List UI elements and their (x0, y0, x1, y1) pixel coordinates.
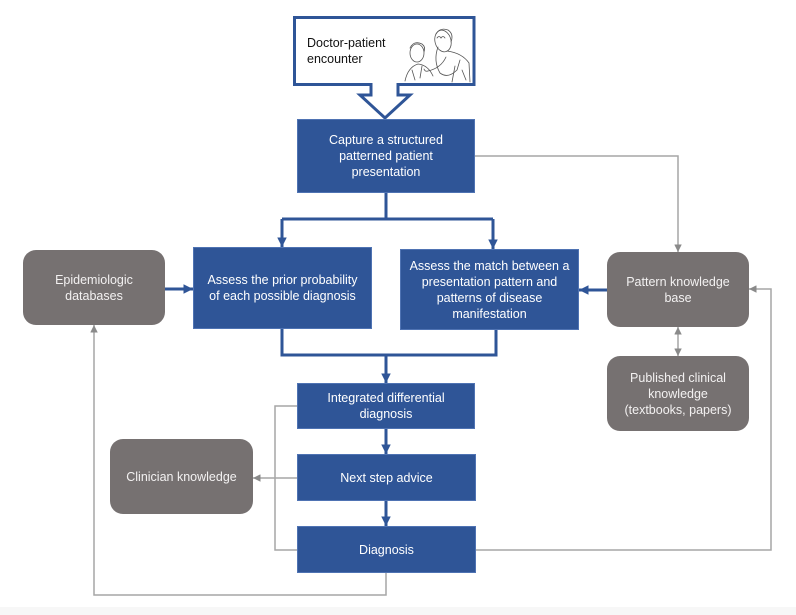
start-block-arrow (293, 16, 476, 121)
source-pattern-knowledge-base: Pattern knowledge base (607, 252, 749, 327)
bottom-band (0, 607, 796, 615)
step-assess-pattern-match: Assess the match between a presentation … (400, 249, 579, 330)
step-assess-prior-probability: Assess the prior probability of each pos… (193, 247, 372, 329)
arrow-diagnosis-to-epidemio (90, 325, 387, 596)
step-capture-presentation: Capture a structured patterned patient p… (297, 119, 475, 193)
step-diagnosis: Diagnosis (297, 526, 476, 573)
start-label: Doctor-patient encounter (307, 36, 386, 66)
doctor-patient-illustration-icon (404, 28, 471, 83)
arrow-capture-to-pattern-kb (475, 155, 682, 252)
connector-assess-merge (280, 329, 498, 357)
connector-capture-split (282, 193, 493, 221)
arrow-diagnosis-to-pattern-kb (476, 285, 772, 551)
source-epidemiologic-databases: Epidemiologic databases (23, 250, 165, 325)
step-next-step-advice: Next step advice (297, 454, 476, 501)
step-integrated-differential-diagnosis: Integrated differential diagnosis (297, 383, 475, 429)
source-clinician-knowledge: Clinician knowledge (110, 439, 253, 514)
source-published-clinical-knowledge: Published clinical knowledge (textbooks,… (607, 356, 749, 431)
